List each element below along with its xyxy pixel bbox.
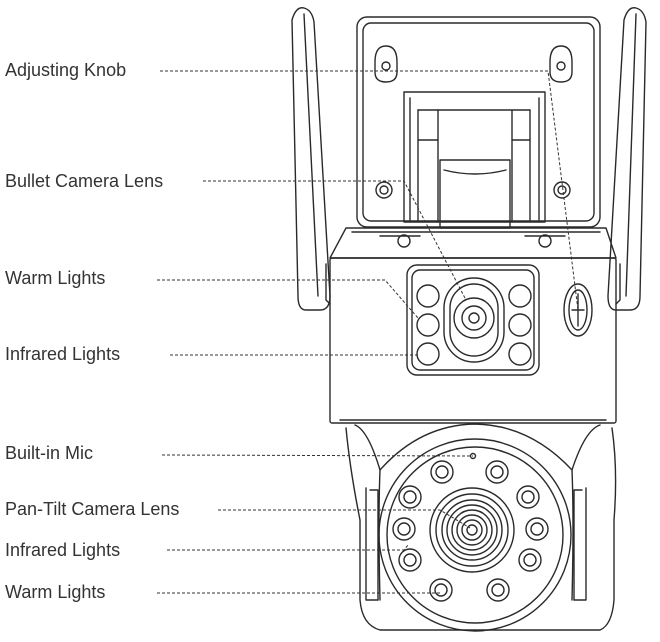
label-pan-tilt-camera-lens: Pan-Tilt Camera Lens (5, 499, 180, 519)
left-antenna (291, 7, 331, 311)
leader-pan-tilt-lens (218, 509, 471, 529)
leader-built-in-mic (161, 454, 474, 457)
top-housing (325, 227, 621, 424)
leader-adjusting-knob (160, 70, 579, 311)
label-adjusting-knob: Adjusting Knob (5, 60, 127, 80)
leader-bullet-lens (203, 180, 467, 301)
label-infrared-lights-bottom: Infrared Lights (5, 540, 121, 560)
leader-warm-lights-top (157, 279, 419, 319)
label-warm-lights-top: Warm Lights (5, 268, 106, 288)
mount-plate (356, 16, 601, 228)
adjusting-knob (563, 283, 593, 337)
right-antenna (607, 7, 647, 311)
leader-infrared-lights-bottom (167, 544, 409, 551)
bullet-camera-panel (406, 264, 540, 376)
pan-tilt-dome (345, 423, 617, 632)
label-warm-lights-bottom: Warm Lights (5, 582, 106, 602)
bracket-arm (403, 91, 546, 229)
label-built-in-mic: Built-in Mic (5, 443, 94, 463)
label-infrared-lights-top: Infrared Lights (5, 344, 121, 364)
label-bullet-camera-lens: Bullet Camera Lens (5, 171, 164, 191)
